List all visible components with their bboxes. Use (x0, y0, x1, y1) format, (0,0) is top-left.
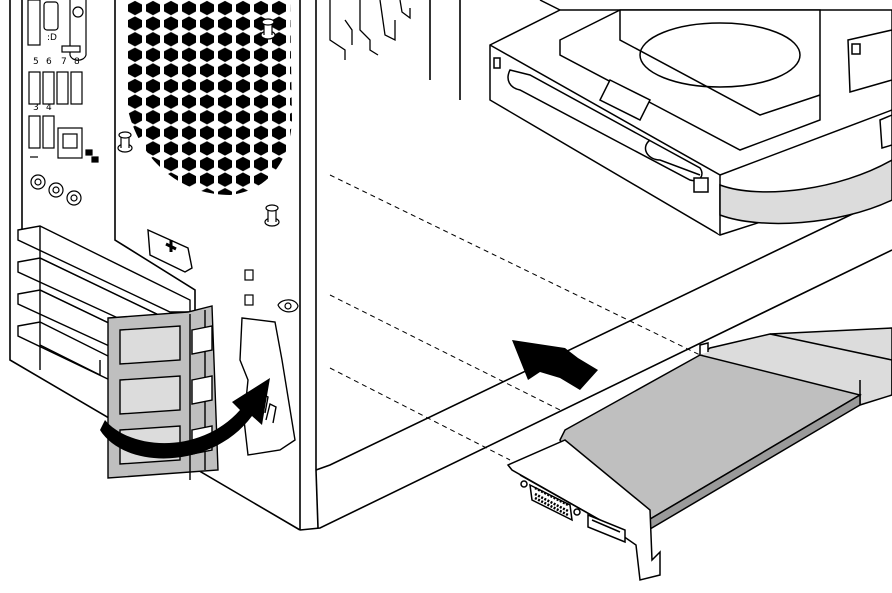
insert-arrow-icon (512, 340, 598, 390)
displayport-connector (587, 513, 626, 544)
ethernet-port (57, 127, 83, 159)
slot-tabs (244, 269, 299, 313)
port-label-4: 4 (46, 103, 52, 113)
port-label-6: 6 (46, 57, 52, 67)
alignment-guides (329, 174, 701, 461)
padlock-loop (147, 228, 193, 273)
network-icon (85, 149, 99, 163)
rear-io-panel: :D 5 6 7 8 3 4 (27, 0, 99, 206)
fan-grill (125, 0, 292, 195)
usb-ports (28, 71, 83, 149)
chassis (9, 0, 892, 531)
dvi-connector (520, 480, 581, 522)
card-guides (329, 0, 411, 60)
pci-express-card (506, 327, 892, 581)
port-label-3: 3 (33, 103, 39, 113)
svg-text::D: :D (47, 33, 57, 43)
port-label-8: 8 (74, 57, 80, 67)
screw-top (260, 18, 276, 40)
displayport-icon: :D (47, 33, 57, 43)
port-label-5: 5 (33, 57, 39, 67)
port-label-7: 7 (61, 57, 67, 67)
panel-screws (117, 18, 280, 227)
drive-bay (489, 0, 892, 236)
rotate-arrow-icon (100, 378, 270, 459)
audio-jack-icon (30, 174, 82, 206)
screw-left (117, 131, 133, 153)
screw-bottom (264, 204, 280, 227)
usb-port-labels: 5 6 7 8 3 4 (33, 57, 80, 113)
